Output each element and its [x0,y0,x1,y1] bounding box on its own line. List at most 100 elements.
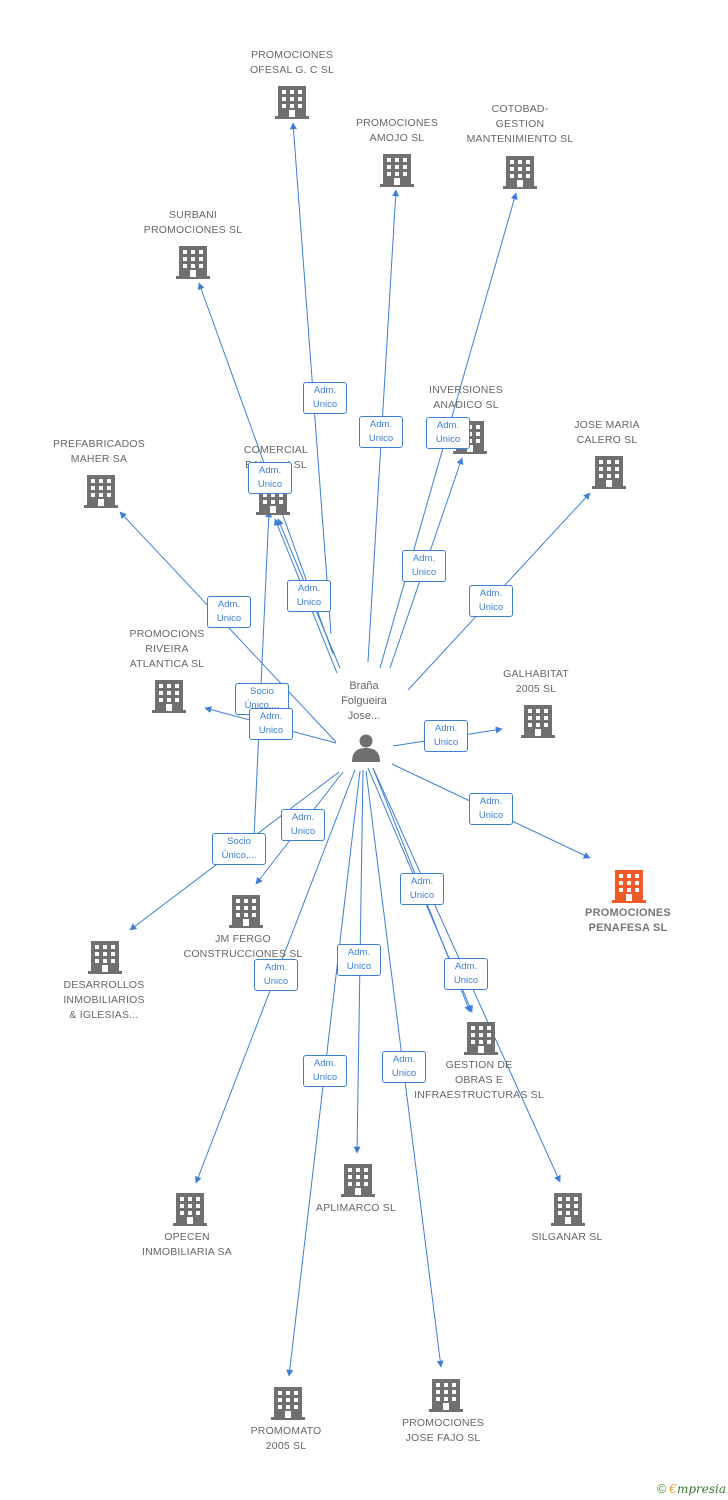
company-label-line: MANTENIMIENTO SL [466,133,574,145]
company-label-line: OFESAL G. C SL [249,64,335,76]
company-label-line: COTOBAD- [491,103,549,115]
company-building-icon[interactable] [429,1379,463,1412]
role-badge-line: Adm. [313,385,337,396]
role-badge-line: Unico [312,399,338,410]
company-label-line: ATLANTICA SL [129,658,205,670]
role-badge[interactable]: Adm. Unico [337,944,381,976]
role-badge-line: Unico [346,961,372,972]
company-label-aplimarco[interactable]: APLIMARCO SL [281,1201,431,1216]
company-building-icon[interactable] [229,895,263,928]
company-label-line: PROMOCIONES [250,49,334,61]
company-label-silganar[interactable]: SILGANAR SL [492,1230,642,1245]
company-label-opecen[interactable]: OPECEN INMOBILIARIA SA [112,1230,262,1260]
company-label-line: PROMOCIONES SL [143,224,243,236]
role-badge-line: Unico [433,737,459,748]
role-badge[interactable]: Adm. Unico [303,382,347,414]
company-building-icon[interactable] [551,1193,585,1226]
role-badge[interactable]: Adm.Unico [207,596,251,628]
company-building-icon[interactable] [173,1193,207,1226]
company-label-line: INMOBILIARIOS [63,994,145,1006]
company-building-icon[interactable] [464,1022,498,1055]
person-name-line: Folgueira [341,695,387,707]
company-label-line: 2005 SL [515,683,557,695]
role-badge[interactable]: Adm.Unico [248,462,292,494]
role-badge[interactable]: Adm. Unico [444,958,488,990]
role-badge[interactable]: Adm.Unico [469,585,513,617]
company-building-icon[interactable] [84,475,118,508]
role-badge[interactable]: Adm.Unico [249,708,293,740]
company-building-icon[interactable] [592,456,626,489]
company-label-line: INVERSIONES [429,384,503,396]
role-badge[interactable]: Adm. Unico [424,720,468,752]
company-building-icon[interactable] [341,1164,375,1197]
company-building-icon[interactable] [152,680,186,713]
focus-company-building-icon[interactable] [612,870,646,903]
person-icon[interactable] [352,734,380,763]
company-label-line: AMOJO SL [369,132,425,144]
company-label-ofesal[interactable]: PROMOCIONES OFESAL G. C SL [217,48,367,78]
company-building-icon[interactable] [176,246,210,279]
role-badge-line: Unico [453,975,479,986]
role-badge-line: Único,... [244,700,280,711]
role-badge[interactable]: Adm.Unico [382,1051,426,1083]
person-name-line: Braña [349,680,379,692]
company-label-line: OPECEN [164,1231,210,1243]
company-label-promomato[interactable]: PROMOMATO 2005 SL [211,1424,361,1454]
footer-brand: ©€mpresia [657,1481,726,1496]
role-badge[interactable]: Adm.Unico [287,580,331,612]
company-building-icon[interactable] [521,705,555,738]
role-badge[interactable]: Adm.Unico [359,416,403,448]
role-badge-line: Unico [290,826,316,837]
role-badge-line: Adm. [410,876,434,887]
role-badge[interactable]: Adm.Unico [303,1055,347,1087]
company-building-icon[interactable] [271,1387,305,1420]
company-label-line: RIVEIRA [145,643,189,655]
company-label-line: JOSE FAJO SL [405,1432,481,1444]
company-label-line: & IGLESIAS... [69,1009,139,1021]
role-badge[interactable]: Adm.Unico [254,959,298,991]
company-building-icon[interactable] [275,86,309,119]
role-badge-line: Unico [478,602,504,613]
company-building-icon[interactable] [88,941,122,974]
role-badge-line: Adm. [258,465,282,476]
role-badge-line: Adm. [347,947,371,958]
company-label-line: INMOBILIARIA SA [142,1246,232,1258]
role-badge-line: Unico [435,434,461,445]
role-badge-line: Socio [250,686,274,697]
role-badge[interactable]: Adm.Unico [281,809,325,841]
role-badge[interactable]: Adm.Unico [400,873,444,905]
company-label-line: GESTION DE [445,1059,513,1071]
company-label-line: 2005 SL [265,1440,307,1452]
role-badge-line: Unico [263,976,289,987]
role-badge-line: Adm. [434,723,458,734]
company-label-line: MAHER SA [70,453,128,465]
role-badge-line: Adm. [412,553,436,564]
role-badge-line: Unico [478,810,504,821]
company-building-icon[interactable] [380,154,414,187]
role-badge[interactable]: Adm.Unico [402,550,446,582]
role-badge-line: Adm. [436,420,460,431]
role-badge-line: Socio [227,836,251,847]
company-label-line: PROMOMATO [250,1425,322,1437]
role-badge-line: Adm. [217,599,241,610]
role-badge[interactable]: Adm. Unico [426,417,470,449]
role-badge[interactable]: Adm.Unico [469,793,513,825]
company-building-icon[interactable] [503,156,537,189]
role-badge-line: Adm. [454,961,478,972]
person-name[interactable]: Braña Folgueira Jose... [314,679,414,724]
